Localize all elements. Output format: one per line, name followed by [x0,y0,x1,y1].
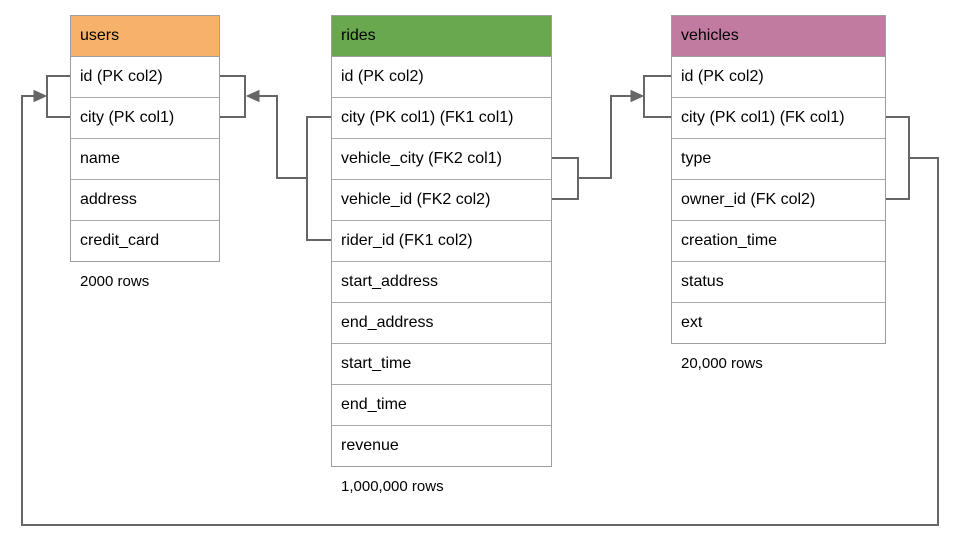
table-row: type [672,139,885,180]
table-users-header: users [71,16,219,57]
table-row: owner_id (FK col2) [672,180,885,221]
table-row: name [71,139,219,180]
table-row: vehicle_city (FK2 col1) [332,139,551,180]
table-row: city (PK col1) (FK1 col1) [332,98,551,139]
fk-vehicles-to-users-segment-3 [46,75,70,118]
fk2-rides-to-vehicles-segment-3 [643,75,671,118]
table-row: city (PK col1) (FK col1) [672,98,885,139]
table-row: credit_card [71,221,219,261]
fk-vehicles-to-users-arrowhead [33,89,48,103]
table-row: status [672,262,885,303]
table-row: city (PK col1) [71,98,219,139]
table-row: vehicle_id (FK2 col2) [332,180,551,221]
fk-vehicles-to-users-segment-1 [886,116,910,200]
fk2-rides-to-vehicles-segment-1 [552,157,579,200]
table-row: end_time [332,385,551,426]
table-vehicles: vehicles id (PK col2)city (PK col1) (FK … [671,15,886,372]
fk1-rides-to-users-segment-2 [259,95,307,179]
table-vehicles-header: vehicles [672,16,885,57]
fk2-rides-to-vehicles-segment-2 [578,95,631,179]
table-rides: rides id (PK col2)city (PK col1) (FK1 co… [331,15,552,495]
table-row: creation_time [672,221,885,262]
fk2-rides-to-vehicles-arrowhead [630,89,645,103]
table-row: ext [672,303,885,343]
table-row: start_time [332,344,551,385]
table-row: id (PK col2) [71,57,219,98]
table-vehicles-box: vehicles id (PK col2)city (PK col1) (FK … [671,15,886,344]
table-row: rider_id (FK1 col2) [332,221,551,262]
fk1-rides-to-users-segment-3 [220,75,246,118]
table-rides-header: rides [332,16,551,57]
table-row: id (PK col2) [332,57,551,98]
table-rides-rowcount: 1,000,000 rows [341,478,444,495]
fk1-rides-to-users-segment-1 [306,116,331,241]
table-rides-columns: id (PK col2)city (PK col1) (FK1 col1)veh… [332,57,551,466]
table-row: address [71,180,219,221]
table-row: id (PK col2) [672,57,885,98]
table-row: end_address [332,303,551,344]
table-rides-box: rides id (PK col2)city (PK col1) (FK1 co… [331,15,552,467]
table-row: start_address [332,262,551,303]
table-vehicles-rowcount: 20,000 rows [681,355,763,372]
fk1-rides-to-users-arrowhead [245,89,260,103]
table-row: revenue [332,426,551,466]
table-users-rowcount: 2000 rows [80,273,150,290]
table-vehicles-columns: id (PK col2)city (PK col1) (FK col1)type… [672,57,885,343]
